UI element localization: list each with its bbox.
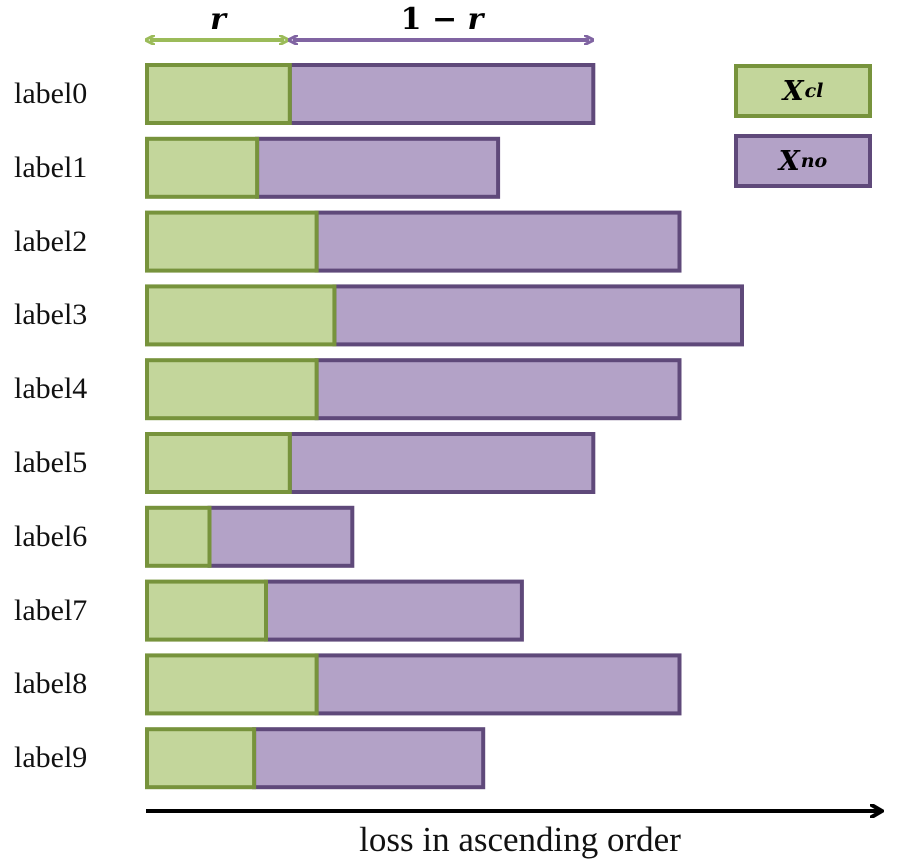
bar-row: [145, 727, 486, 790]
row-label: label4: [14, 372, 88, 406]
legend-clean-main: X: [782, 75, 804, 107]
clean-segment: [145, 210, 319, 273]
bar-rows: [145, 63, 744, 790]
clean-segment: [145, 727, 257, 790]
row-label: label5: [14, 446, 88, 479]
bar-row: [145, 63, 596, 125]
legend-clean-sub: cl: [804, 80, 824, 102]
clean-segment: [145, 579, 268, 642]
bar-row: [145, 432, 596, 494]
noisy-segment: [207, 505, 355, 568]
r-label: r: [210, 2, 226, 37]
noisy-segment: [252, 727, 486, 790]
clean-segment: [145, 505, 212, 568]
one-minus-r-label: 1 − r: [372, 0, 512, 40]
legend-noisy-main: X: [778, 145, 800, 177]
row-label: label9: [14, 741, 88, 775]
noisy-segment: [264, 579, 524, 642]
bar-row: [145, 284, 744, 347]
row-label: label8: [14, 667, 88, 701]
bar-row: [145, 210, 682, 273]
one-minus-r-prefix: 1 −: [400, 2, 468, 37]
axis-label: loss in ascending order: [359, 820, 681, 859]
bar-row: [145, 579, 524, 642]
noisy-segment: [255, 136, 501, 199]
row-label: label7: [14, 593, 88, 627]
clean-segment: [145, 63, 292, 125]
legend-noisy-sub: no: [800, 150, 828, 172]
row-label: label2: [14, 224, 88, 258]
clean-segment: [145, 284, 337, 347]
clean-segment: [145, 432, 292, 494]
noisy-segment: [314, 653, 682, 716]
one-minus-r-variable: r: [467, 2, 484, 37]
row-label: label1: [14, 150, 88, 184]
clean-segment: [145, 136, 260, 199]
noisy-segment: [332, 284, 744, 347]
noisy-segment: [287, 432, 596, 494]
bar-row: [145, 136, 501, 199]
row-label: label6: [14, 519, 88, 553]
noisy-segment: [314, 210, 682, 273]
row-label: label3: [14, 298, 88, 332]
clean-segment: [145, 358, 319, 421]
row-label: label0: [14, 77, 88, 110]
bar-row: [145, 505, 355, 568]
noisy-segment: [287, 63, 596, 125]
noisy-segment: [314, 358, 682, 421]
bar-row: [145, 653, 682, 716]
bar-row: [145, 358, 682, 421]
clean-segment: [145, 653, 319, 716]
